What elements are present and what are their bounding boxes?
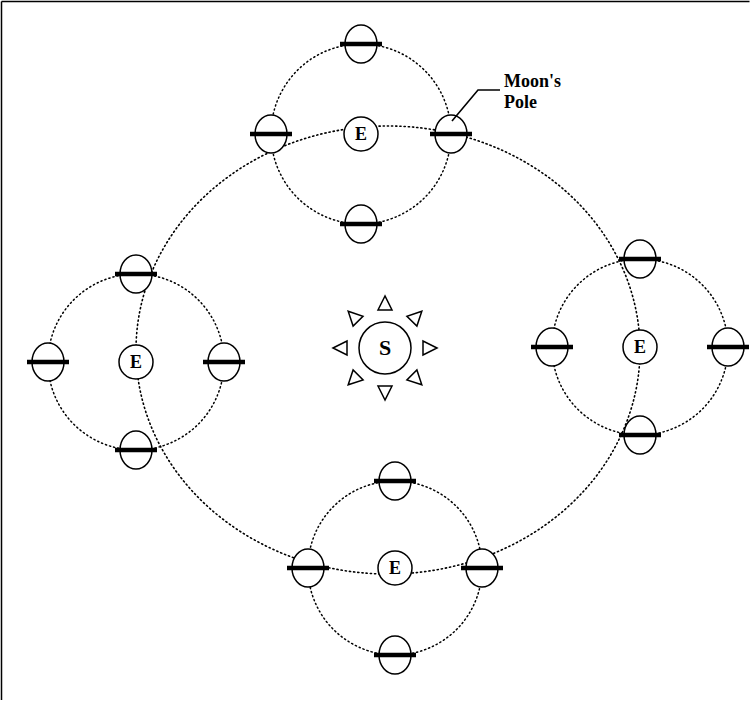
moon-pole-bar: [250, 132, 292, 137]
moon-pole-bar: [115, 272, 157, 277]
leader-line: [452, 90, 500, 121]
moon-pole-bar: [374, 479, 416, 484]
callout-label: Moon's Pole: [502, 70, 586, 113]
moon-pole-bar: [531, 345, 573, 350]
sun-ray: [348, 311, 363, 326]
moon-pole-bar: [707, 345, 749, 350]
circle-shape: [623, 330, 657, 364]
moon-pole-bar: [461, 566, 503, 571]
sun-ray: [407, 370, 422, 385]
sun-rays: [333, 296, 437, 400]
moon-pole-bar: [619, 433, 661, 438]
moon-orbit: [308, 481, 482, 655]
moon-pole-bar: [203, 360, 245, 365]
sun-circle: S: [358, 321, 412, 375]
moon-layer: [27, 25, 749, 674]
earth-circle: E: [622, 329, 658, 365]
earth-circle: E: [118, 344, 154, 380]
earth-circle: E: [343, 116, 379, 152]
sun-ray: [378, 296, 392, 310]
sun-ray: [407, 311, 422, 326]
moon-orbit: [48, 274, 224, 450]
moon-pole-bar: [374, 653, 416, 658]
node-letter: S: [379, 337, 391, 359]
moon-pole-bar: [287, 566, 329, 571]
moon-pole-bar: [430, 132, 472, 137]
moon-pole-bar: [619, 257, 661, 262]
moon-pole-bar: [115, 448, 157, 453]
circle-shape: [119, 345, 153, 379]
moon-pole-bar: [340, 42, 382, 47]
sun-ray: [423, 341, 437, 355]
node-letter: E: [634, 338, 646, 356]
sun-ray: [348, 370, 363, 385]
earth-orbit: [136, 126, 640, 574]
frame-line: [2, 1, 750, 3]
circle-shape: [378, 551, 412, 585]
sun-ray: [378, 386, 392, 400]
moon-orbit: [271, 44, 451, 224]
moon-pole-bar: [27, 360, 69, 365]
circle-shape: [359, 322, 411, 374]
moon-orbit: [552, 259, 728, 435]
node-letter: E: [130, 353, 142, 371]
node-letter: E: [355, 125, 367, 143]
moon-pole-bar: [340, 222, 382, 227]
earth-circle: E: [377, 550, 413, 586]
circle-shape: [344, 117, 378, 151]
sun-ray: [333, 341, 347, 355]
node-letter: E: [389, 559, 401, 577]
frame-line: [1, 2, 3, 701]
